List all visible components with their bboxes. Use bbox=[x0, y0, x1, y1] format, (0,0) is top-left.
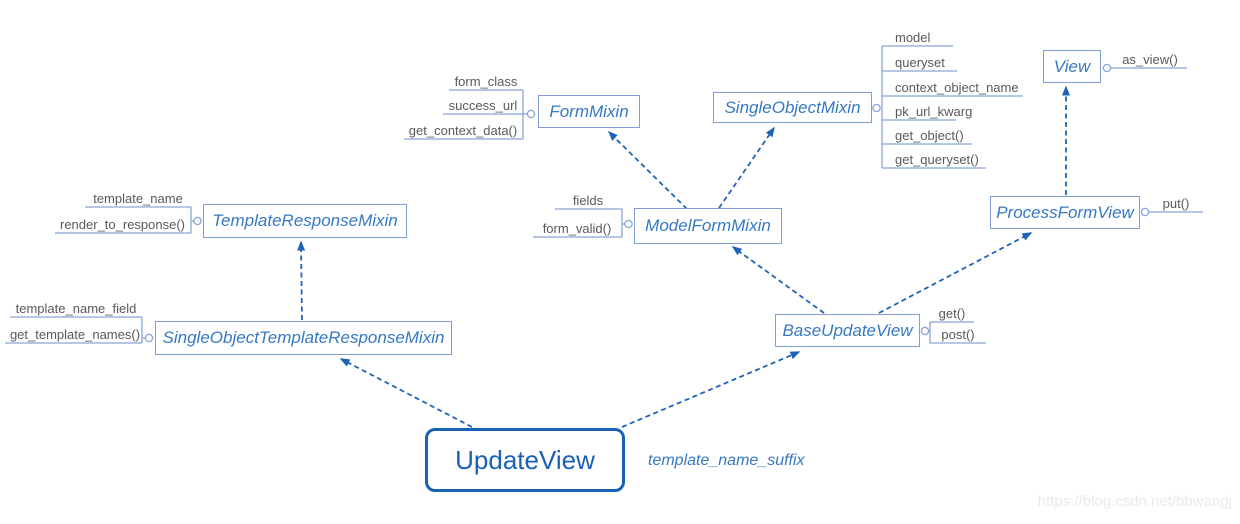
class-box-single-object-mixin: SingleObjectMixin bbox=[713, 92, 872, 123]
aggregation-circle-icon bbox=[526, 109, 536, 119]
member-template-name-field: template_name_field bbox=[15, 301, 137, 316]
member-context-object-name: context_object_name bbox=[895, 80, 1019, 95]
callout-template-response-mixin bbox=[55, 206, 202, 234]
aggregation-circle-icon bbox=[872, 103, 881, 113]
callout-process-form-view bbox=[1140, 207, 1203, 217]
class-name-single-object-mixin: SingleObjectMixin bbox=[724, 97, 861, 117]
aggregation-circle-icon bbox=[193, 216, 202, 226]
member-as-view: as_view() bbox=[1122, 52, 1178, 67]
class-box-base-update-view: BaseUpdateView bbox=[775, 314, 920, 347]
arrow-baseupdateview-to-processformview bbox=[878, 232, 1033, 314]
annotation-template-name-suffix: template_name_suffix bbox=[648, 452, 805, 469]
class-name-template-response-mixin: TemplateResponseMixin bbox=[212, 211, 398, 230]
aggregation-circle-icon bbox=[144, 333, 154, 343]
member-post: post() bbox=[941, 327, 975, 342]
arrow-sotrmixin-to-trmixin bbox=[297, 240, 306, 321]
class-name-process-form-view: ProcessFormView bbox=[996, 202, 1134, 222]
member-render-to-response: render_to_response() bbox=[59, 217, 186, 232]
aggregation-circle-icon bbox=[920, 326, 930, 336]
member-template-name: template_name bbox=[93, 191, 183, 206]
arrow-baseupdateview-to-modelformmixin bbox=[731, 246, 825, 314]
member-put: put() bbox=[1162, 196, 1190, 211]
member-get-context-data: get_context_data() bbox=[408, 123, 518, 138]
class-name-base-update-view: BaseUpdateView bbox=[782, 320, 913, 340]
member-get-queryset: get_queryset() bbox=[895, 152, 979, 167]
callout-form-mixin bbox=[404, 89, 536, 140]
arrow-updateview-to-baseupdateview bbox=[621, 351, 801, 428]
arrow-modelformmixin-to-singleobjectmixin bbox=[718, 126, 775, 209]
callout-view bbox=[1102, 63, 1187, 73]
watermark-url: https://blog.csdn.net/bbwangj bbox=[1037, 493, 1232, 510]
arrow-updateview-to-sotrmixin bbox=[339, 358, 473, 428]
class-box-model-form-mixin: ModelFormMixin bbox=[634, 208, 782, 244]
class-name-model-form-mixin: ModelFormMixin bbox=[645, 216, 771, 235]
member-get: get() bbox=[938, 306, 966, 321]
member-queryset: queryset bbox=[895, 55, 945, 70]
class-box-process-form-view: ProcessFormView bbox=[990, 196, 1140, 229]
class-box-template-response-mixin: TemplateResponseMixin bbox=[203, 204, 407, 238]
class-name-form-mixin: FormMixin bbox=[549, 101, 629, 121]
class-box-sotr-mixin: SingleObjectTemplateResponseMixin bbox=[155, 321, 452, 355]
class-name-view: View bbox=[1053, 56, 1091, 76]
callout-sotr-mixin bbox=[5, 316, 154, 344]
class-box-update-view: UpdateView bbox=[425, 428, 625, 492]
class-name-sotr-mixin: SingleObjectTemplateResponseMixin bbox=[162, 328, 445, 347]
member-success-url: success_url bbox=[448, 98, 518, 113]
arrow-modelformmixin-to-formmixin bbox=[607, 130, 688, 210]
member-form-valid: form_valid() bbox=[542, 221, 612, 236]
aggregation-circle-icon bbox=[1102, 63, 1112, 73]
member-model: model bbox=[895, 30, 931, 45]
member-get-template-names: get_template_names() bbox=[9, 327, 141, 342]
callout-base-update-view bbox=[920, 321, 986, 344]
member-form-class: form_class bbox=[454, 74, 518, 89]
callout-single-object-mixin bbox=[872, 45, 1023, 169]
callout-model-form-mixin bbox=[533, 208, 633, 238]
class-name-update-view: UpdateView bbox=[455, 444, 595, 475]
member-fields: fields bbox=[572, 193, 604, 208]
member-pk-url-kwarg: pk_url_kwarg bbox=[895, 104, 973, 119]
class-box-form-mixin: FormMixin bbox=[538, 95, 640, 128]
aggregation-circle-icon bbox=[1140, 207, 1150, 217]
class-box-view: View bbox=[1043, 50, 1101, 83]
aggregation-circle-icon bbox=[624, 219, 633, 229]
member-get-object: get_object() bbox=[895, 128, 964, 143]
